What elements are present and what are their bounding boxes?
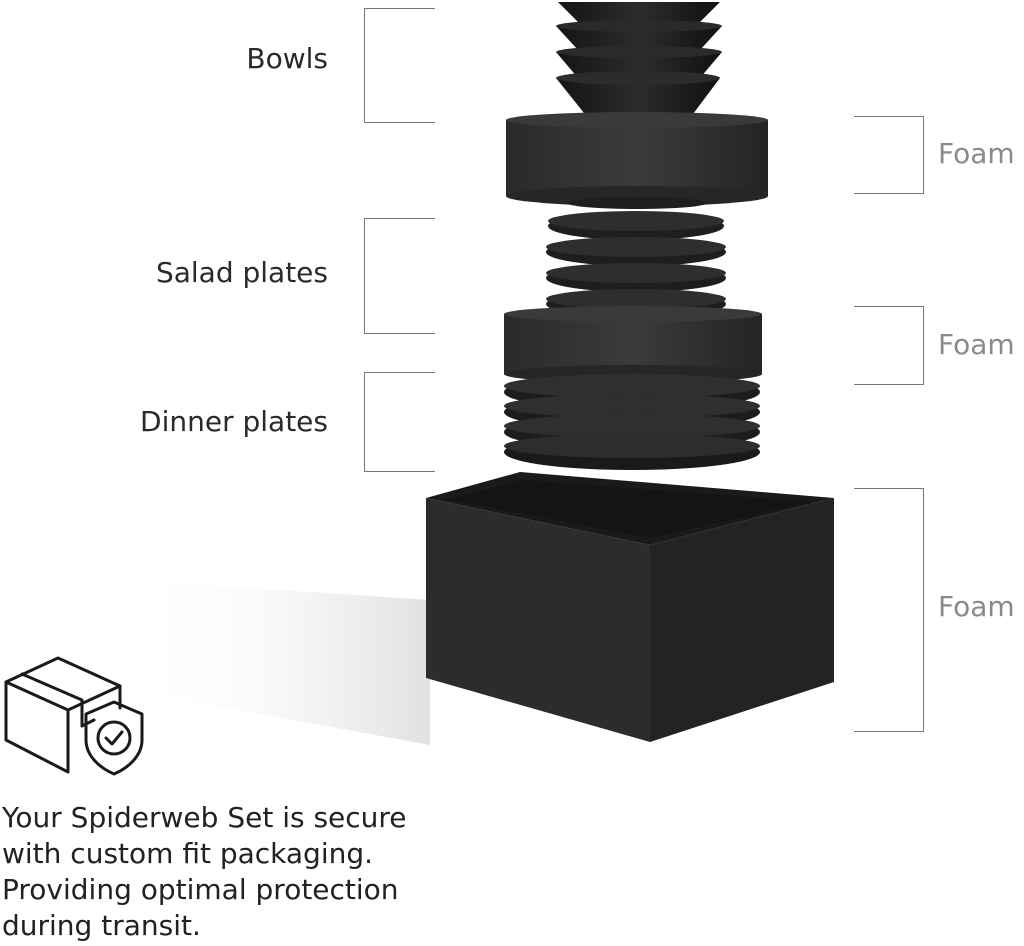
caption-line-4: during transit. — [2, 909, 201, 942]
package-shield-icon — [4, 656, 144, 776]
foam-middle-label: Foam — [938, 328, 1015, 361]
dinner-plates-label: Dinner plates — [140, 405, 328, 438]
bowls-bracket — [364, 8, 435, 123]
packaging-caption: Your Spiderweb Set is secure with custom… — [2, 800, 472, 944]
salad-plates-bracket — [364, 218, 435, 334]
bowls-stack — [556, 2, 722, 118]
salad-plates-stack — [546, 211, 726, 318]
foam-box — [426, 472, 834, 742]
salad-plates-label: Salad plates — [155, 256, 328, 289]
foam-top-bracket — [854, 116, 924, 194]
dinner-plates-stack — [504, 374, 760, 470]
foam-top-label: Foam — [938, 137, 1015, 170]
foam-ring-top — [506, 112, 768, 209]
bowls-label: Bowls — [246, 42, 328, 75]
dinner-plates-bracket — [364, 372, 435, 472]
floor-shadow — [130, 580, 430, 745]
foam-box-bracket — [854, 488, 924, 732]
caption-line-1: Your Spiderweb Set is secure — [2, 801, 407, 834]
caption-line-2: with custom fit packaging. — [2, 837, 374, 870]
caption-line-3: Providing optimal protection — [2, 873, 399, 906]
foam-ring-middle — [504, 306, 762, 383]
foam-middle-bracket — [854, 306, 924, 385]
foam-box-label: Foam — [938, 590, 1015, 623]
